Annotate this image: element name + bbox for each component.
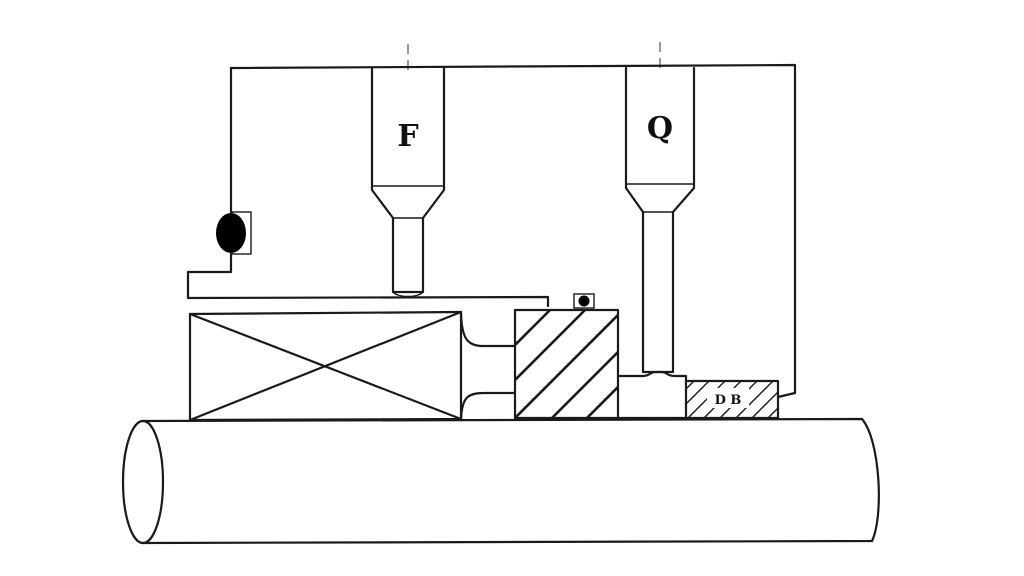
connecting-frame bbox=[229, 63, 797, 399]
seal-ring bbox=[513, 308, 620, 420]
label-q: Q bbox=[647, 111, 673, 146]
label-db: D B bbox=[715, 393, 742, 408]
f-tube bbox=[370, 66, 446, 298]
shaft bbox=[121, 417, 880, 545]
label-f: F bbox=[397, 119, 418, 154]
sensor bbox=[573, 293, 595, 309]
db-seat bbox=[684, 379, 780, 420]
gland-plate bbox=[186, 252, 550, 308]
mating-ring bbox=[616, 370, 688, 420]
o-ring bbox=[216, 211, 252, 255]
spring-block bbox=[188, 310, 517, 422]
